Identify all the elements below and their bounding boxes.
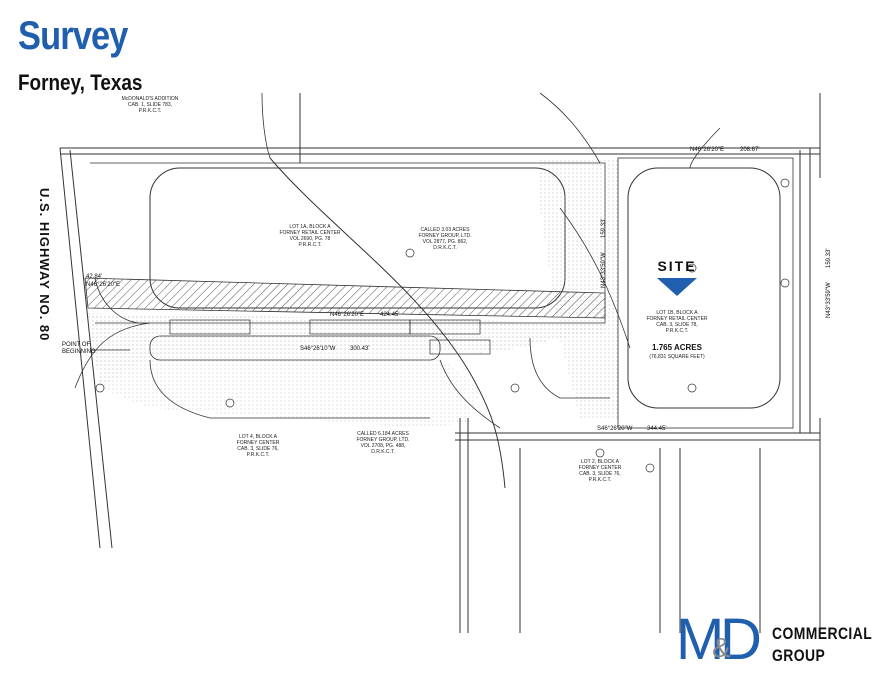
paving-area-east <box>540 158 618 418</box>
lot-1a-line1: LOT 1A, BLOCK A <box>289 224 331 230</box>
bearing-dist-right: 159.33' <box>826 249 832 269</box>
bearing-left: N46°26'20"E <box>86 282 120 288</box>
boundary-lines <box>59 93 821 633</box>
forney-group-2-line1: CALLED 6.184 ACRES <box>357 431 409 437</box>
company-logo: M D & COMMERCIAL GROUP <box>676 607 873 674</box>
forney-group-2-line2: FORNEY GROUP, LTD. <box>356 437 409 443</box>
page-subtitle: Forney, Texas <box>18 70 143 95</box>
mcdonalds-line2: CAB. 1, SLIDE 783, <box>128 102 172 108</box>
logo-line1: COMMERCIAL <box>772 624 873 643</box>
lot-1b-line3: CAB. 3, SLIDE 78, <box>656 322 697 328</box>
point-of-beginning-line2: BEGINNING <box>62 349 96 355</box>
forney-group-2-line4: D.R.K.C.T. <box>371 449 395 455</box>
lot-4-line4: P.R.K.C.T. <box>247 452 270 458</box>
lot-4-line1: LOT 4, BLOCK A <box>239 434 278 440</box>
lot-1a-line3: VOL 2690, PG. 78 <box>290 236 331 242</box>
lot-1a-line4: P.R.R.C.T. <box>299 242 322 248</box>
survey-plat: SITE LOT 1A, BLOCK A FORNEY RETAIL CENTE… <box>0 88 873 633</box>
lot-4-line3: CAB. 3, SLIDE 76, <box>237 446 278 452</box>
lot-1b-parking <box>627 167 781 409</box>
lot-1b-boundary <box>617 157 794 429</box>
bearing-lower: S46°26'10"W <box>300 346 336 352</box>
drive-aisle <box>149 335 441 361</box>
bearing-dist-mid: 424.45' <box>380 312 400 318</box>
forney-group-1-line2: FORNEY GROUP, LTD. <box>418 233 471 239</box>
lot-2-line3: CAB. 3, SLIDE 76, <box>579 471 620 477</box>
lot-1b-line2: FORNEY RETAIL CENTER <box>646 316 707 322</box>
site-marker-icon <box>657 278 697 296</box>
bearing-dist-north: 208.67' <box>740 147 760 153</box>
forney-group-1-line3: VOL 2877, PG. 862, <box>423 239 468 245</box>
acreage: 1.765 ACRES <box>652 343 703 352</box>
mcdonalds-line3: P.R.K.C.T. <box>139 108 162 114</box>
bearing-dist-east: 159.33' <box>601 219 607 239</box>
lot-4-line2: FORNEY CENTER <box>237 440 280 446</box>
logo-mark-d: D <box>720 607 762 672</box>
forney-group-2-line3: VOL 2708, PG. 488, <box>361 443 406 449</box>
bearing-dist-left: 42.84' <box>86 274 102 280</box>
mcdonalds-line1: McDONALD'S ADDITION <box>122 96 179 102</box>
logo-mark-amp: & <box>712 632 731 663</box>
lot-2-line1: LOT 2, BLOCK A <box>581 459 620 465</box>
bearing-dist-south: 344.45' <box>647 426 667 432</box>
paving-area <box>88 313 605 388</box>
forney-group-1-line1: CALLED 3.03 ACRES <box>421 227 471 233</box>
site-label: SITE <box>657 258 696 274</box>
page-title: Survey <box>18 14 128 58</box>
bearing-right: N43°33'59"W <box>826 282 832 318</box>
lot-2-line4: P.R.K.C.T. <box>589 477 612 483</box>
bearing-dist-lower: 300.43' <box>350 346 370 352</box>
callouts <box>95 178 790 473</box>
survey-drawing: SITE LOT 1A, BLOCK A FORNEY RETAIL CENTE… <box>37 92 832 633</box>
lot-1a-line2: FORNEY RETAIL CENTER <box>279 230 340 236</box>
building-pads <box>169 319 491 355</box>
bearing-north: N46°26'20"E <box>690 147 724 153</box>
paving-area-lower <box>100 350 480 428</box>
logo-mark-m: M <box>676 607 724 672</box>
bearing-east: N43°33'59"W <box>601 252 607 288</box>
logo-line2: GROUP <box>772 646 826 665</box>
lot-1b-line1: LOT 1B, BLOCK A <box>656 310 698 316</box>
highway-label: U.S. HIGHWAY NO. 80 <box>37 188 52 341</box>
point-of-beginning-line1: POINT OF <box>62 342 91 348</box>
lot-1b-line4: P.R.K.C.T. <box>666 328 689 334</box>
forney-group-1-line4: D.R.K.C.T. <box>433 245 457 251</box>
bearing-mid: N46°26'20"E <box>330 312 364 318</box>
square-feet: (76,831 SQUARE FEET) <box>649 354 705 360</box>
lot-2-line2: FORNEY CENTER <box>579 465 622 471</box>
bearing-south: S46°26'20"W <box>597 426 633 432</box>
